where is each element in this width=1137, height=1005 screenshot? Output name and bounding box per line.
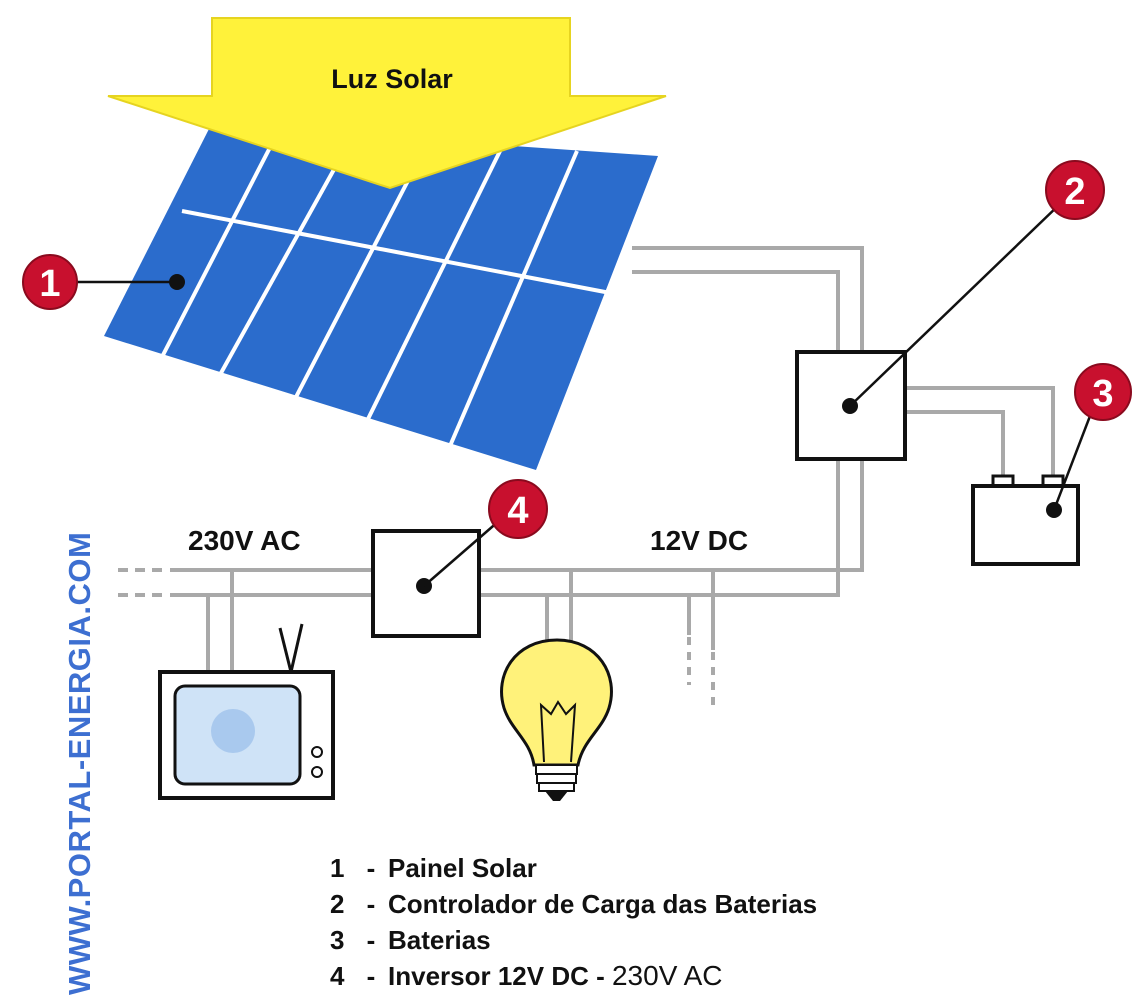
battery-icon <box>971 474 1080 566</box>
dc-drop-wires-dashed <box>687 637 715 710</box>
dc-voltage-label: 12V DC <box>650 525 748 556</box>
badge-leader-lines <box>75 202 1097 587</box>
legend-item-2: 2-Controlador de Carga das Baterias <box>330 889 818 919</box>
sunlight-label: Luz Solar <box>331 64 453 94</box>
legend-item-4: 4-Inversor 12V DC - 230V AC <box>330 960 723 991</box>
badge-3: 3 <box>1074 363 1132 421</box>
badge-4: 4 <box>488 479 548 539</box>
legend-item-1: 1-Painel Solar <box>330 853 537 883</box>
website-watermark: WWW.PORTAL-ENERGIA.COM <box>62 531 97 995</box>
svg-text:4: 4 <box>507 490 528 532</box>
ac-wires <box>170 568 372 672</box>
ac-wires-dashed <box>118 568 168 597</box>
ac-voltage-label: 230V AC <box>188 525 301 556</box>
tv-icon <box>158 623 335 800</box>
badge-2: 2 <box>1045 160 1105 220</box>
svg-text:3: 3 <box>1092 373 1113 415</box>
light-bulb-icon <box>500 638 613 801</box>
svg-text:1: 1 <box>39 263 60 305</box>
svg-text:2: 2 <box>1064 171 1085 213</box>
solar-panel-icon <box>104 125 658 470</box>
dc-wires-controller-battery <box>905 386 1055 478</box>
legend-item-3: 3-Baterias <box>330 925 491 955</box>
legend: 1-Painel Solar 2-Controlador de Carga da… <box>330 850 817 994</box>
sun-arrow-icon: Luz Solar <box>107 17 667 190</box>
badge-1: 1 <box>22 254 78 310</box>
dc-drop-wires <box>545 570 715 650</box>
badge-anchor-dots <box>169 274 185 290</box>
